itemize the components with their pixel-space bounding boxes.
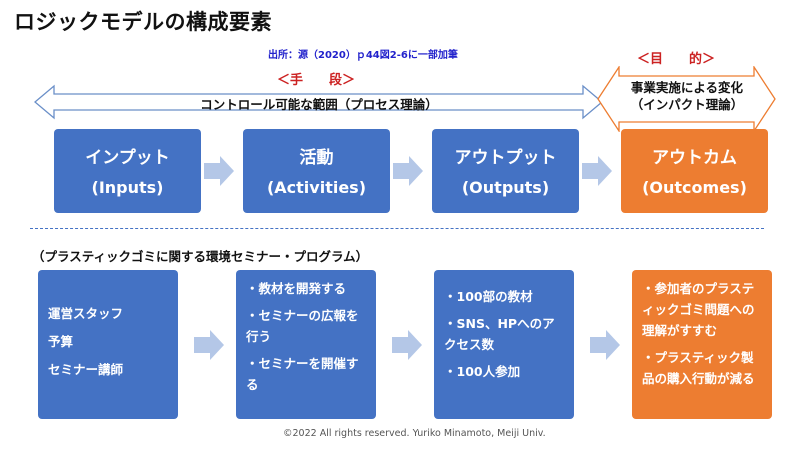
flow-arrow-icon <box>392 330 422 360</box>
example-item: ・参加者のプラスティックゴミ問題への理解がすすむ <box>642 281 755 338</box>
stage-jp: アウトプット <box>454 148 557 168</box>
example-item: ・100部の教材 <box>444 289 533 304</box>
page-title: ロジックモデルの構成要素 <box>14 10 272 34</box>
example-item: ・教材を開発する <box>246 281 347 296</box>
source-citation: 出所：源（2020）ｐ44図2-6に一部加筆 <box>268 50 458 61</box>
example-activities-box: ・教材を開発する ・セミナーの広報を行う ・セミナーを開催する <box>236 270 376 419</box>
stage-en: (Activities) <box>266 178 367 197</box>
stage-jp: インプット <box>85 148 170 168</box>
means-label: ＜手 段＞ <box>277 73 356 88</box>
process-arrow-label: コントロール可能な範囲（プロセス理論） <box>200 97 438 112</box>
flow-arrow-icon <box>590 330 620 360</box>
example-item: ・セミナーの広報を行う <box>246 308 359 344</box>
flow-arrow-icon <box>393 156 423 186</box>
example-inputs-box: 運営スタッフ 予算 セミナー講師 <box>38 270 178 419</box>
stage-outputs: アウトプット (Outputs) <box>432 129 579 213</box>
example-outputs-box: ・100部の教材 ・SNS、HPへのアクセス数 ・100人参加 <box>434 270 574 419</box>
impact-double-arrow <box>597 66 776 132</box>
impact-label-line1: 事業実施による変化 <box>630 80 744 95</box>
stage-en: (Outcomes) <box>642 178 747 197</box>
flow-arrow-icon <box>194 330 224 360</box>
stage-outcomes: アウトカム (Outcomes) <box>621 129 768 213</box>
example-item: ・プラスティック製品の購入行動が減る <box>642 350 755 386</box>
stage-jp: アウトカム <box>652 148 737 168</box>
stage-jp: 活動 <box>299 148 334 168</box>
example-outcomes-box: ・参加者のプラスティックゴミ問題への理解がすすむ ・プラスティック製品の購入行動… <box>632 270 772 419</box>
stage-inputs: インプット (Inputs) <box>54 129 201 213</box>
stage-activities: 活動 (Activities) <box>243 129 390 213</box>
example-item: ・SNS、HPへのアクセス数 <box>444 316 555 352</box>
stage-en: (Outputs) <box>461 178 550 197</box>
example-item: セミナー講師 <box>48 362 124 377</box>
flow-arrow-icon <box>204 156 234 186</box>
impact-label: 事業実施による変化 （インパクト理論） <box>597 79 777 113</box>
section-divider <box>30 228 764 229</box>
impact-label-line2: （インパクト理論） <box>630 97 744 112</box>
purpose-label: ＜目 的＞ <box>637 52 716 67</box>
example-item: 予算 <box>48 334 74 349</box>
flow-arrow-icon <box>582 156 612 186</box>
example-item: ・100人参加 <box>444 364 521 379</box>
example-item: ・セミナーを開催する <box>246 356 359 392</box>
stage-en: (Inputs) <box>91 178 164 197</box>
example-item: 運営スタッフ <box>48 306 124 321</box>
copyright-footer: ©2022 All rights reserved. Yuriko Minamo… <box>283 428 546 439</box>
example-heading: （プラスティックゴミに関する環境セミナー・プログラム） <box>32 249 369 264</box>
